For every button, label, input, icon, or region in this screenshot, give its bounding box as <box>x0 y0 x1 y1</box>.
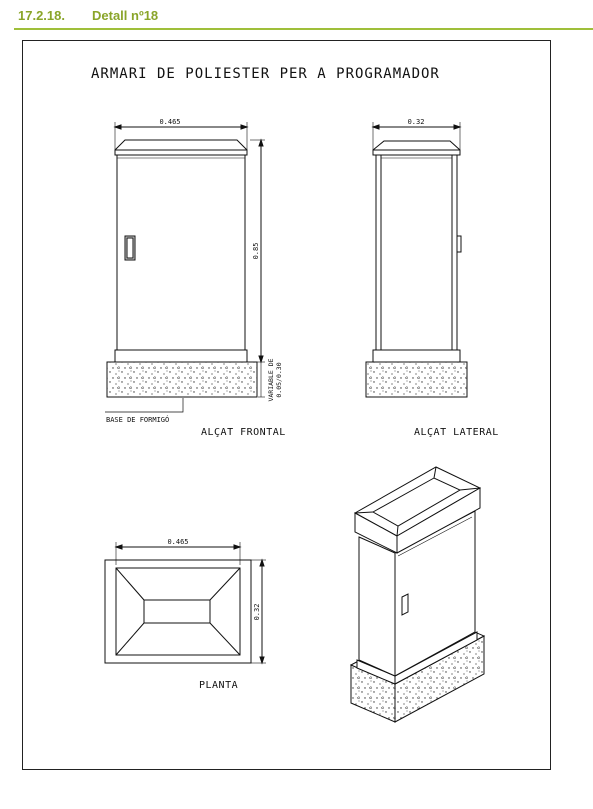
base-label: BASE DE FORMIGÓ <box>106 415 169 424</box>
plan-caption: PLANTA <box>199 680 238 691</box>
front-caption: ALÇAT FRONTAL <box>201 427 286 438</box>
plan-depth-dim: 0.32 <box>253 604 261 621</box>
section-header: 17.2.18. Detall nº18 <box>14 6 593 30</box>
side-elevation <box>365 122 468 398</box>
side-width-dim: 0.32 <box>408 118 425 126</box>
front-height-dim: 0.85 <box>252 243 260 260</box>
plan-width-dim: 0.465 <box>167 538 188 546</box>
section-number: 17.2.18. <box>18 8 65 23</box>
isometric-view <box>349 466 486 723</box>
front-width-dim: 0.465 <box>159 118 180 126</box>
front-base-dim-line1: VARIABLE DE <box>267 358 275 401</box>
section-title: Detall nº18 <box>92 8 159 23</box>
side-caption: ALÇAT LATERAL <box>414 427 499 438</box>
drawing-title: ARMARI DE POLIESTER PER A PROGRAMADOR <box>91 66 440 82</box>
front-base-dim-line2: 0.05/0.30 <box>275 362 283 397</box>
plan-view <box>104 542 266 665</box>
front-elevation <box>105 122 265 413</box>
